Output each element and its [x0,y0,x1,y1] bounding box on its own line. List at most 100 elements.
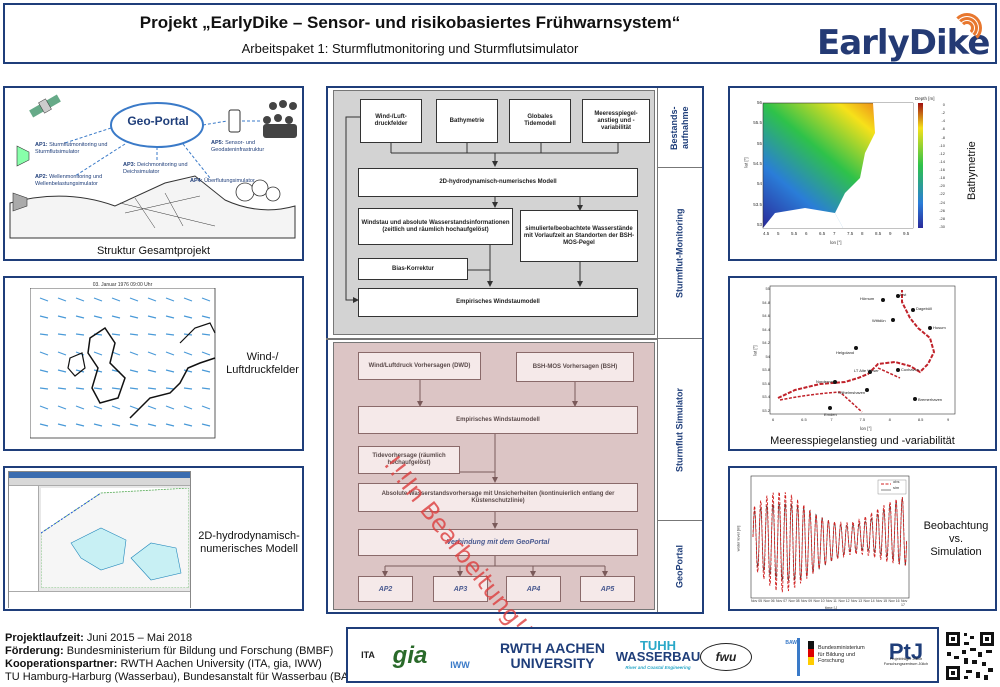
wind-vector [39,423,49,427]
bathymetry-panel: Depth [m] 0-2-4-6-8-10-12-14-16-18-20-22… [728,86,997,261]
box-tidemodell: Globales Tidemodell [509,99,571,143]
wind-vector [57,315,67,319]
footer-info: Projektlaufzeit: Juni 2015 – Mai 2018 Fö… [5,632,363,683]
windsock-icon [16,145,30,167]
wind-vector [39,333,49,336]
model-app-toolbar [9,478,190,486]
wind-vector [165,333,175,336]
wind-vector [165,297,175,302]
box-out-ap5[interactable]: AP5 [580,576,635,602]
logo-ita: ITA [361,649,375,660]
divider [657,167,702,168]
wind-vector [129,297,139,302]
wind-vector [147,369,157,373]
model-panel: 2D-hydrodynamisch-numerisches Modell [3,466,304,611]
box-out-ap4[interactable]: AP4 [506,576,561,602]
wind-vector [93,297,103,302]
tick-label: 9.5 [903,231,910,236]
wind-vector [183,423,193,427]
wind-vector [165,387,175,390]
tick-label: Nov 13 [851,599,863,603]
wind-vector [183,369,193,373]
obs-xlabel: time [-] [825,605,838,610]
qr-code-icon[interactable] [944,630,996,682]
tick-label: -4 [941,118,945,124]
tick-label: Nov 08 [788,599,800,603]
tick-label: 6 [805,231,808,236]
sea-lat-label: lat [°] [752,345,758,356]
box-bathymetrie: Bathymetrie [436,99,498,143]
ap4-label: AP4: Überflutungsimulator [190,178,255,184]
coastline-europe [129,357,216,419]
wind-vector [93,351,103,356]
label-sturmflut-simulator: Sturmflut Simulator [674,388,685,473]
wind-vector [39,315,49,319]
wind-vector [39,387,49,390]
divider [657,520,702,521]
wind-vector [93,315,103,319]
ap1-label: AP1: Sturmflutmonitoring und Sturmflutsi… [35,142,108,155]
wind-vector [57,423,67,427]
timeseries-chart [750,475,910,599]
header-panel: Projekt „EarlyDike – Sensor- und risikob… [3,3,997,64]
tick-label: 8.5 [875,231,882,236]
geoportal-label[interactable]: Geo-Portal [127,114,189,128]
wind-vector [201,333,211,336]
station-label: Norderney [816,379,835,384]
label-sturmflut-monitoring: Sturmflut-Monitoring [674,208,685,298]
box-geoportal-link[interactable]: Verbindung mit dem GeoPortal [358,529,638,556]
tick-label: Nov 05 [751,599,763,603]
station-label: Wittdün [872,318,886,323]
tick-label: 6.5 [801,417,807,422]
box-out-ap2[interactable]: AP2 [358,576,413,602]
tick-label: 54.5 [753,161,762,166]
wind-vector [147,333,157,336]
wind-vector [57,351,67,356]
tick-label: 53.4 [762,394,770,400]
wind-vector [147,387,157,390]
tick-label: -8 [941,134,945,140]
ap3-label: AP3: Deichmonitoring und Deichsimulator [123,162,188,175]
wind-vector [111,423,121,427]
bmbf-flag-icon [808,641,814,665]
tick-label: -14 [939,158,945,164]
depth-colorbar [918,103,923,228]
tick-label: -10 [939,142,945,148]
wind-vector [147,297,157,302]
wind-vector [201,405,211,410]
wind-vector [129,369,139,373]
box-2d-model: 2D-hydrodynamisch-numerisches Modell [358,168,638,197]
logo-iww: IWW [450,659,470,670]
wind-vector [165,315,175,319]
tick-label: 55.5 [753,120,762,126]
station-label: Helgoland [836,350,855,355]
tick-label: 54.2 [762,340,770,346]
wind-vector [183,387,193,390]
sea-lon-label: lon [°] [860,426,872,431]
wind-vector [129,405,139,410]
wind-vector [201,315,211,319]
ap2-label: AP2: Wellenmonitoring und Wellenbelastun… [35,174,103,187]
wind-field-map [30,288,216,439]
tick-label: Nov 07 [776,599,788,603]
wind-vector [201,387,211,390]
tick-label: 7 [833,231,836,236]
box-out-ap3[interactable]: AP3 [433,576,488,602]
legend-sim: sim [893,485,900,490]
wind-vector [111,405,121,410]
box-bias: Bias-Korrektur [358,258,468,280]
box-bsh: BSH-MOS Vorhersagen (BSH) [516,352,634,382]
box-tidevorhersage: Tidevorhersage (räumlich hochaufgelöst) [358,446,460,474]
phone-icon [228,109,241,133]
sim-series [752,491,908,593]
wind-vector [129,333,139,336]
model-app-tree [9,486,39,591]
wind-vector [201,351,211,356]
tick-label: Nov 17 [901,599,908,607]
wind-vector [147,351,157,356]
